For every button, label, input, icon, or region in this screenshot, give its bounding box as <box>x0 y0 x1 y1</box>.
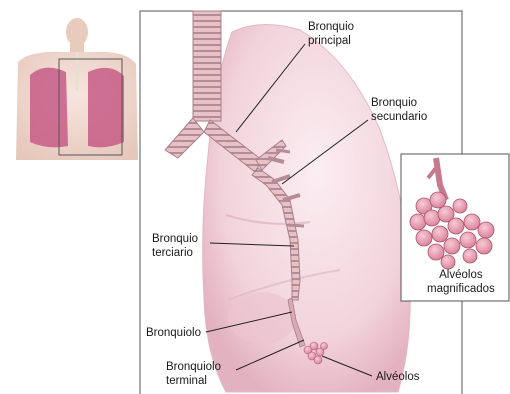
label-alveolos-magnificados: Alvéolos magnificados <box>427 268 495 296</box>
label-bronquio-terciario: Bronquio terciario <box>152 232 198 260</box>
label-bronquio-principal: Bronquio principal <box>308 20 354 48</box>
label-alveolos: Alvéolos <box>376 370 419 384</box>
label-bronquiolo-terminal: Bronquiolo terminal <box>166 360 221 388</box>
label-bronquiolo: Bronquiolo <box>146 326 201 340</box>
torso-thumbnail <box>16 18 138 160</box>
label-bronquio-secundario: Bronquio secundario <box>371 96 427 124</box>
